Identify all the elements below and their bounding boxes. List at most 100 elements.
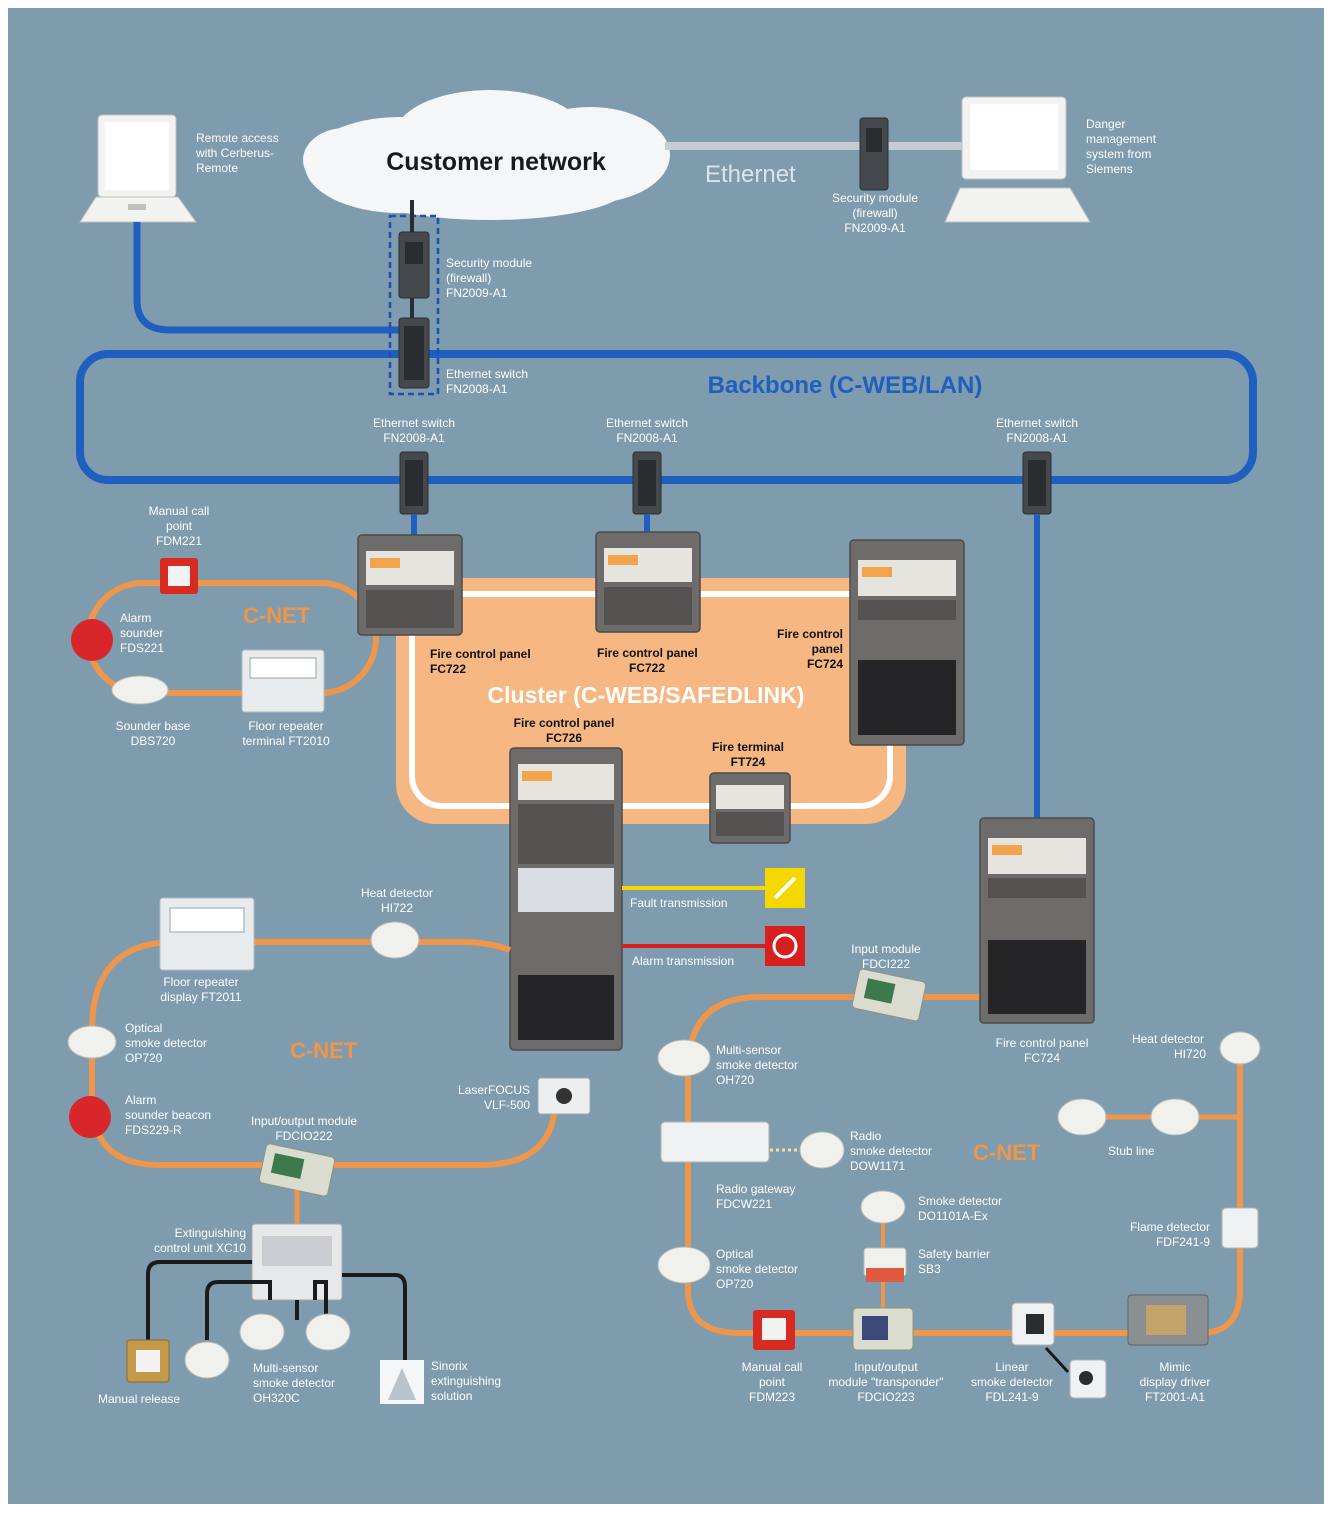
- fdf241-l2: FDF241-9: [1156, 1235, 1210, 1249]
- oh320c-l3: OH320C: [253, 1391, 300, 1405]
- backbone-label: Backbone (C-WEB/LAN): [708, 372, 983, 399]
- radio-smoke-dow1171-icon: [799, 1131, 845, 1169]
- fdm221-l2: point: [166, 519, 193, 533]
- fc724-top-l1: Fire control: [777, 627, 843, 641]
- eth-switch-3-l1: Ethernet switch: [996, 416, 1078, 430]
- ft724-l2: FT724: [731, 755, 766, 769]
- sec-module-left-l1: Security module: [446, 256, 532, 270]
- fire-panel-fc724-top: [849, 539, 965, 746]
- fc722-a-l1: Fire control panel: [430, 647, 531, 661]
- oh320c-l2: smoke detector: [253, 1376, 335, 1390]
- sinorix-icon: [380, 1360, 424, 1404]
- remote-laptop-icon: [79, 114, 197, 223]
- floor-repeater-ft2010: [241, 649, 325, 713]
- fdci222-l1: Input module: [851, 942, 921, 956]
- op720-left-l2: smoke detector: [125, 1036, 207, 1050]
- manual-release-icon: [126, 1339, 170, 1383]
- fds221-l1: Alarm: [120, 611, 151, 625]
- op720-right-l3: OP720: [716, 1277, 754, 1291]
- sb3-l2: SB3: [918, 1262, 941, 1276]
- ft2011-l2: display FT2011: [160, 990, 241, 1004]
- fdf241-l1: Flame detector: [1130, 1220, 1210, 1234]
- ethernet-switch-main: [398, 317, 430, 389]
- alarm-sounder-fds221-icon: [71, 619, 113, 661]
- fdl241-l2: smoke detector: [971, 1375, 1053, 1389]
- eth-switch-2-l1: Ethernet switch: [606, 416, 688, 430]
- vlf500-l1: LaserFOCUS: [458, 1083, 530, 1097]
- cluster-label: Cluster (C-WEB/SAFEDLINK): [488, 682, 805, 708]
- manual-call-point-fdm223: [753, 1310, 795, 1350]
- dow1171-l3: DOW1171: [850, 1159, 905, 1173]
- fdm223-l1: Manual call: [742, 1360, 803, 1374]
- safety-barrier-sb3: [863, 1247, 907, 1282]
- sec-module-right-l1: Security module: [832, 191, 918, 205]
- xc10-l1: Extinguishing: [175, 1226, 246, 1240]
- heat-detector-hi720-icon: [1219, 1031, 1261, 1065]
- oh320c-l1: Multi-sensor: [253, 1361, 318, 1375]
- dow1171-l2: smoke detector: [850, 1144, 932, 1158]
- heat-detector-hi722-icon: [370, 921, 420, 959]
- ft2001-l1: Mimic: [1159, 1360, 1190, 1374]
- hi720-l2: HI720: [1174, 1047, 1206, 1061]
- smoke-detector-icon-a: [184, 1341, 230, 1379]
- dbs720-l1: Sounder base: [116, 719, 191, 733]
- ethernet-label: Ethernet: [705, 161, 796, 188]
- stub-line-label: Stub line: [1108, 1144, 1155, 1158]
- fc726-l2: FC726: [546, 731, 582, 745]
- ethernet-switch-1: [399, 451, 429, 515]
- fc722-b-l1: Fire control panel: [597, 646, 698, 660]
- sinorix-l2: extinguishing: [431, 1374, 501, 1388]
- cnet-loop-right: [685, 994, 1243, 1336]
- sec-module-right-l2: (firewall): [852, 206, 897, 220]
- fc724-top-l2: panel: [812, 642, 843, 656]
- cnet-label-2: C-NET: [290, 1038, 358, 1063]
- sec-module-right-l3: FN2009-A1: [844, 221, 906, 235]
- ft2001-l3: FT2001-A1: [1145, 1390, 1205, 1404]
- hi720-l1: Heat detector: [1132, 1032, 1204, 1046]
- fdm221-l1: Manual call: [149, 504, 210, 518]
- danger-mgmt-l2: management: [1086, 132, 1157, 146]
- fdcio223-l3: FDCIO223: [857, 1390, 915, 1404]
- fdm223-l2: point: [759, 1375, 786, 1389]
- do1101-l1: Smoke detector: [918, 1194, 1002, 1208]
- fdcio223-l2: module "transponder": [828, 1375, 943, 1389]
- oh720-l1: Multi-sensor: [716, 1043, 781, 1057]
- alarm-transmission-label: Alarm transmission: [632, 954, 734, 968]
- stub-detector-icon-a: [1057, 1098, 1107, 1136]
- ft2011-l1: Floor repeater: [163, 975, 238, 989]
- ethernet-switch-3: [1022, 451, 1052, 515]
- fds229-l3: FDS229-R: [125, 1123, 182, 1137]
- fc722-b-l2: FC722: [629, 661, 665, 675]
- optical-smoke-op720-left-icon: [67, 1025, 117, 1059]
- op720-left-l1: Optical: [125, 1021, 162, 1035]
- eth-switch-main-l2: FN2008-A1: [446, 382, 508, 396]
- sounder-base-dbs720-icon: [111, 675, 169, 705]
- fault-transmission-label: Fault transmission: [630, 896, 727, 910]
- fire-terminal-ft724: [709, 772, 791, 844]
- optical-smoke-op720-right-icon: [657, 1246, 711, 1284]
- eth-switch-2-l2: FN2008-A1: [616, 431, 678, 445]
